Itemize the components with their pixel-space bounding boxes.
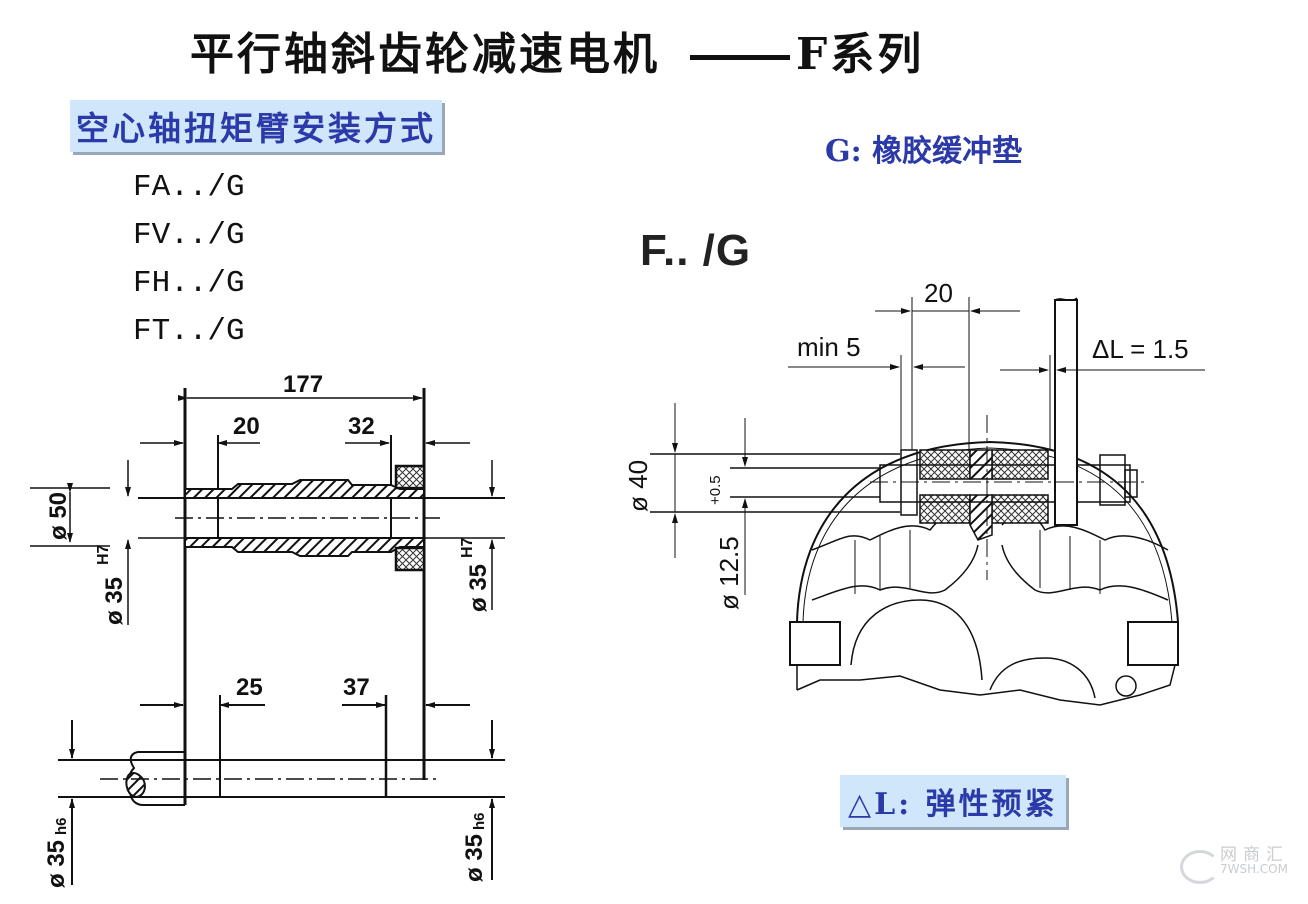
model-list: FA../G FV../G FH../G FT../G [133, 164, 245, 356]
dim-label-25: 25 [236, 674, 263, 701]
dim-label-dia50: ø 50 [45, 492, 72, 540]
housing-outline [796, 440, 1179, 623]
dim-label-177: 177 [283, 371, 323, 398]
seal-bottom [394, 546, 426, 572]
title-main: 平行轴斜齿轮减速电机 [190, 29, 660, 80]
rubber-pad-bottom-right [991, 494, 1049, 524]
dim-label-shaft-right: ø 35 [461, 834, 488, 882]
gear-arc-left [850, 599, 983, 681]
tube-wall-top [184, 479, 425, 499]
flange-block-left [789, 621, 841, 666]
watermark-cn: 网商汇 [1220, 845, 1289, 865]
break-line [1001, 544, 1169, 601]
flange-block-right [1127, 621, 1179, 666]
dim-label-pad-width: 20 [924, 278, 953, 308]
dim-label-bolt-dia: ø 12.5 [714, 536, 744, 610]
model-item: FT../G [133, 314, 245, 349]
preload-note: △L: 弹性预紧 [840, 775, 1066, 827]
page-title: 平行轴斜齿轮减速电机 F系列 [190, 18, 924, 82]
dim-label-h7-right: H7 [459, 537, 476, 558]
hole-circle [1115, 675, 1137, 697]
torque-arm-break [1054, 297, 1078, 302]
watermark: 网商汇 7WSH.COM [1180, 845, 1289, 884]
shaft-section [125, 772, 146, 799]
mounting-heading: 空心轴扭矩臂安装方式 [70, 100, 442, 152]
seal-top [394, 464, 426, 490]
title-series: F系列 [796, 29, 925, 80]
dim-label-20: 20 [233, 413, 260, 440]
dim-label-preload: ΔL = 1.5 [1092, 334, 1189, 364]
dim-label-min-gap: min 5 [797, 332, 861, 362]
dim-label-h7-left: H7 [95, 544, 112, 565]
dim-label-dia35-right: ø 35 [465, 564, 492, 612]
title-dash [690, 55, 790, 60]
dim-label-shaft-left: ø 35 [43, 840, 70, 888]
rubber-pad-note: G: 橡胶缓冲垫 [825, 134, 1023, 169]
model-item: FV../G [133, 218, 245, 253]
housing-inner [802, 447, 1173, 623]
dim-label-bolt-tol: +0.5 [707, 475, 724, 505]
dim-label-32: 32 [348, 413, 375, 440]
detail-label: F.. /G [640, 226, 752, 275]
rubber-buffer-drawing [650, 297, 1205, 706]
bolt-tip [1124, 469, 1138, 498]
break-line [811, 544, 979, 601]
dim-label-37: 37 [343, 674, 370, 701]
dim-label-h6-left: h6 [53, 817, 70, 835]
spacer-bottom [969, 494, 993, 541]
model-item: FA../G [133, 170, 245, 205]
dim-label-pad-dia: ø 40 [623, 460, 653, 512]
bolt-body [879, 464, 1131, 503]
solid-shaft-drawing [58, 695, 505, 885]
rubber-pad-bottom-left [919, 494, 971, 524]
tube-wall-bottom [184, 537, 425, 557]
model-item: FH../G [133, 266, 245, 301]
dim-label-dia35-left: ø 35 [101, 577, 128, 625]
gear-arc-right [989, 657, 1096, 699]
watermark-en: 7WSH.COM [1220, 862, 1288, 876]
bottom-break-line [796, 664, 1176, 706]
dim-label-h6-right: h6 [471, 812, 488, 830]
watermark-logo-icon [1180, 850, 1220, 884]
hollow-shaft-drawing [30, 388, 505, 805]
torque-arm [1054, 299, 1078, 526]
